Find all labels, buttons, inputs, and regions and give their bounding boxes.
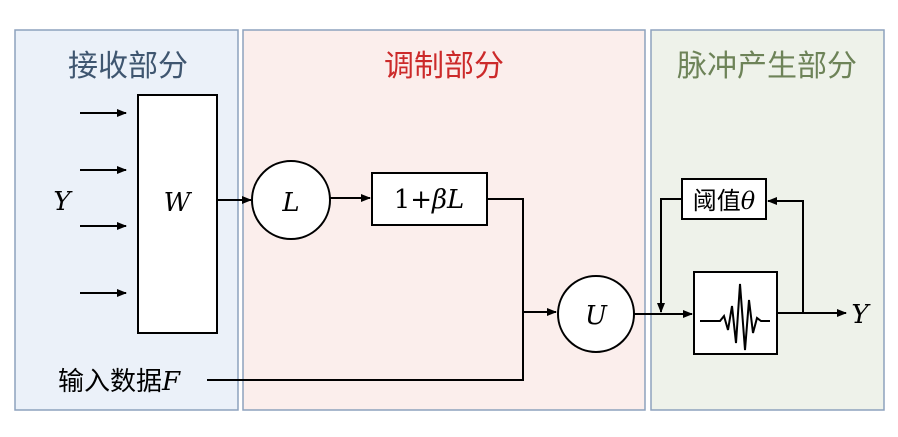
input-y-label: Y [53, 187, 73, 217]
input-data-label: 输入数据F [58, 367, 181, 397]
pulse-panel-title: 脉冲产生部分 [677, 49, 857, 84]
weights-label: W [164, 188, 193, 218]
modulation-label: 1+βL [394, 185, 465, 215]
internal-activity-label: U [585, 301, 608, 331]
input-data-line [207, 312, 524, 381]
modulation-box [371, 172, 488, 226]
modulate-panel-title: 调制部分 [384, 49, 504, 84]
threshold-to-pulse-arrow [657, 198, 682, 313]
output-y-label: Y [851, 300, 871, 330]
receive-panel-title: 接收部分 [68, 49, 188, 84]
linking-node [251, 160, 331, 240]
feedback-to-threshold-arrow [767, 197, 804, 313]
threshold-label: 阈值θ [693, 187, 756, 215]
spike-waveform-icon [700, 283, 770, 351]
linking-label: L [281, 188, 299, 218]
weights-box [137, 94, 218, 334]
mod-to-u-line [487, 198, 524, 312]
threshold-box [681, 178, 767, 220]
